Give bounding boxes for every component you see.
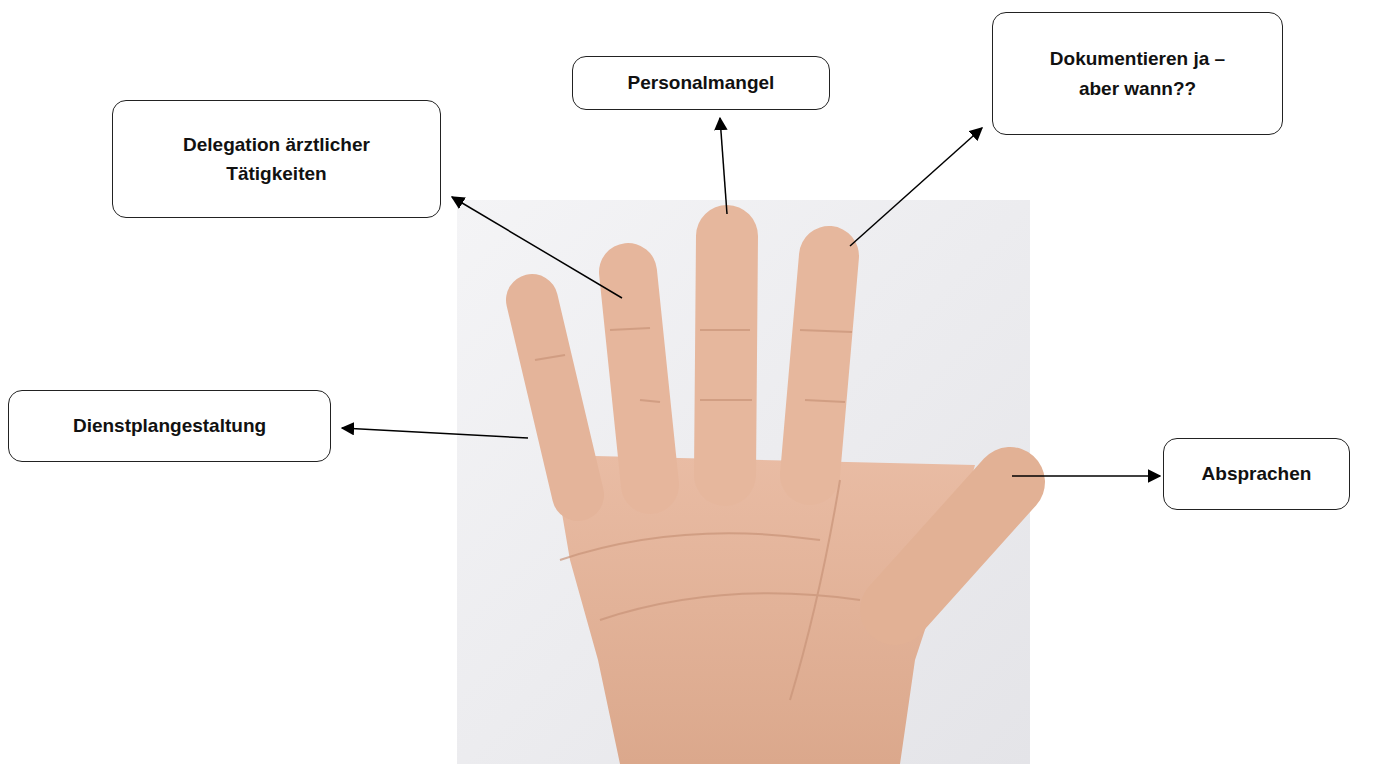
callout-box: Absprachen <box>1163 438 1350 510</box>
leader-lines <box>342 118 1160 476</box>
leader-line <box>850 128 982 246</box>
crease <box>600 593 860 620</box>
callout-text: Dienstplangestaltung <box>73 411 266 440</box>
thumb <box>895 482 1010 610</box>
photo-background <box>457 200 1030 764</box>
callout-box: Dienstplangestaltung <box>8 390 331 462</box>
callout-text: Absprachen <box>1202 459 1312 488</box>
leader-line <box>720 118 727 214</box>
callout-box: Personalmangel <box>572 56 830 110</box>
hand <box>532 236 1010 764</box>
crease <box>805 400 845 402</box>
little-finger <box>532 300 578 495</box>
leader-line <box>342 428 528 438</box>
callout-text: Personalmangel <box>628 68 775 97</box>
crease <box>610 328 650 330</box>
callout-text: Dokumentieren ja – aber wann?? <box>1049 44 1227 103</box>
callout-box: Delegation ärztlicher Tätigkeiten <box>112 100 441 218</box>
hand-creases <box>535 328 860 700</box>
middle-finger <box>725 236 727 475</box>
crease <box>535 355 565 360</box>
crease <box>790 480 840 700</box>
crease <box>800 330 852 332</box>
ring-finger <box>628 272 650 485</box>
leader-line <box>452 197 622 298</box>
leader-line <box>1012 475 1160 477</box>
callout-text: Delegation ärztlicher Tätigkeiten <box>161 130 393 189</box>
crease <box>700 399 752 401</box>
callout-box: Dokumentieren ja – aber wann?? <box>992 12 1283 135</box>
crease <box>560 533 820 560</box>
crease <box>640 400 660 402</box>
index-finger <box>810 256 829 475</box>
crease <box>700 329 750 331</box>
